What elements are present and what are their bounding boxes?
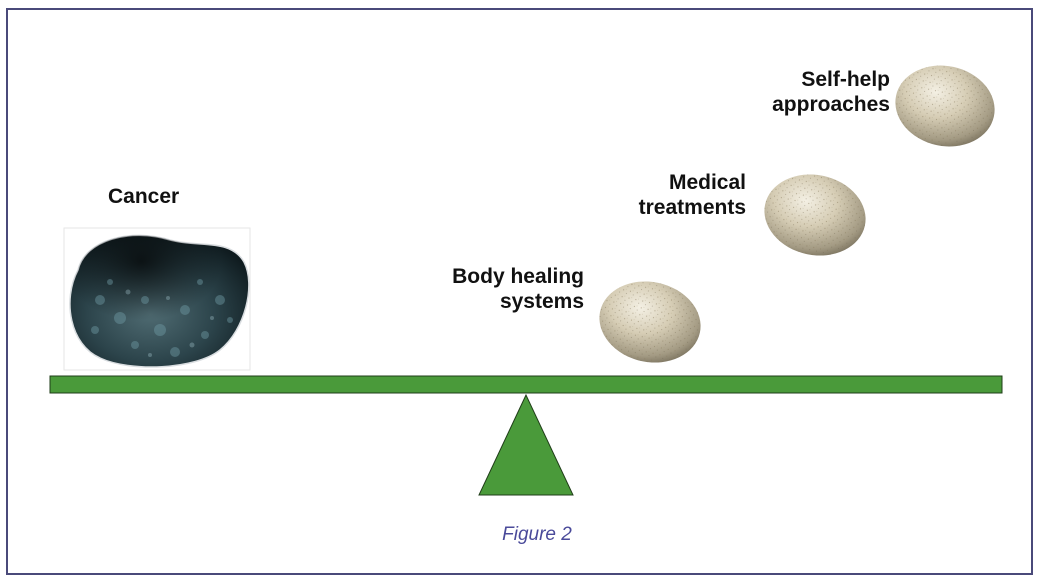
medical-treatments-label: Medical treatments [600,170,746,220]
figure-caption: Figure 2 [487,524,587,546]
fulcrum [479,395,573,495]
selfhelp-pebble-icon [888,56,1002,155]
cancer-label: Cancer [108,184,179,209]
cancer-stone-icon [70,235,249,367]
body-healing-pebble-icon [592,272,708,371]
selfhelp-label: Self-help approaches [745,67,890,117]
body-healing-label: Body healing systems [410,264,584,314]
balance-beam [50,376,1002,393]
medical-pebble-icon [757,165,873,264]
